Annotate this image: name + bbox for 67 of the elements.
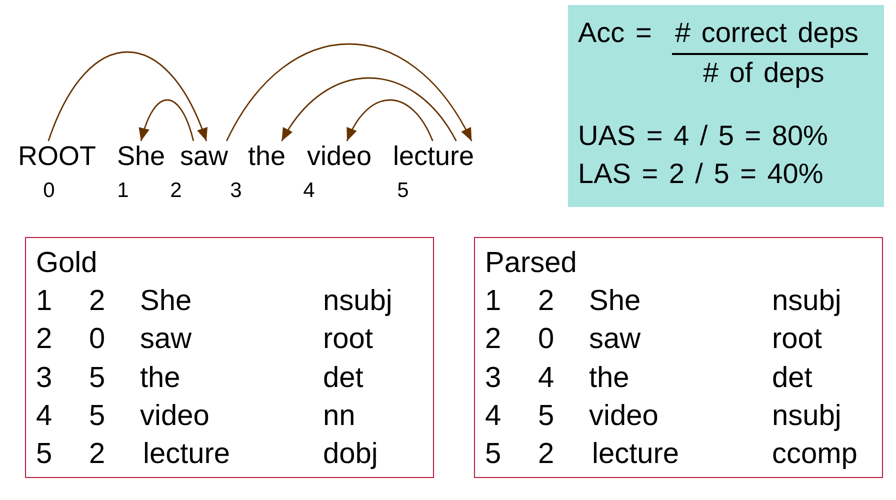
relation-label: nn [323, 398, 356, 433]
table-panel [25, 237, 434, 478]
token-index: 5 [397, 179, 409, 203]
token-index: 5 [485, 437, 502, 471]
token-index: 4 [36, 398, 52, 433]
token-word: the [140, 360, 180, 394]
relation-label: nsubj [772, 284, 842, 318]
token-index: 1 [485, 284, 502, 318]
token-index: 3 [485, 360, 502, 394]
token-word: She [589, 284, 641, 318]
head-index: 2 [538, 284, 554, 318]
token-word: the [589, 360, 630, 394]
relation-label: root [772, 322, 822, 356]
token-index: 3 [36, 360, 52, 394]
token-word: video [589, 398, 658, 433]
token-word: video [140, 398, 210, 433]
dependency-arc [139, 99, 194, 142]
head-index: 2 [89, 284, 106, 318]
token-index: 5 [36, 437, 52, 471]
token-word: saw [589, 322, 641, 356]
token-word: ROOT [18, 141, 96, 171]
relation-label: ccomp [772, 437, 858, 471]
token-word: She [140, 284, 192, 318]
head-index: 5 [538, 398, 554, 433]
head-index: 0 [89, 322, 106, 356]
token-word: saw [180, 141, 228, 171]
relation-label: det [772, 360, 812, 394]
head-index: 0 [538, 322, 554, 356]
relation-label: root [323, 322, 373, 356]
token-word: lecture [592, 437, 680, 471]
head-index: 2 [538, 437, 554, 471]
token-index: 2 [485, 322, 502, 356]
token-word: lecture [393, 141, 474, 171]
token-word: lecture [143, 437, 230, 471]
token-word: video [307, 141, 372, 171]
formula-panel [568, 5, 884, 207]
token-index: 4 [303, 179, 315, 203]
token-index: 2 [170, 179, 182, 203]
token-index: 2 [36, 322, 52, 356]
dependency-arc [346, 99, 434, 142]
token-word: saw [140, 322, 192, 356]
dependency-arc [226, 44, 472, 142]
head-index: 4 [538, 360, 554, 394]
table-heading: Parsed [485, 246, 577, 280]
head-index: 5 [89, 360, 106, 394]
score-formula: UAS = 4 / 5 = 80% [578, 120, 828, 152]
relation-label: det [323, 360, 364, 394]
token-index: 0 [43, 179, 55, 203]
formula-numerator: # correct deps [675, 17, 858, 49]
token-index: 3 [230, 179, 242, 203]
token-word: the [248, 141, 286, 171]
table-heading: Gold [36, 246, 98, 280]
token-index: 1 [36, 284, 52, 318]
score-formula: LAS = 2 / 5 = 40% [578, 158, 824, 190]
relation-label: dobj [323, 437, 378, 471]
relation-label: nsubj [772, 398, 842, 433]
token-index: 4 [485, 398, 502, 433]
relation-label: nsubj [323, 284, 392, 318]
table-panel [474, 237, 883, 478]
head-index: 5 [89, 398, 106, 433]
formula-denominator: # of deps [703, 57, 824, 89]
dependency-arc [281, 77, 457, 142]
token-index: 1 [117, 179, 129, 203]
token-word: She [117, 141, 166, 171]
head-index: 2 [89, 437, 106, 471]
dependency-arc [48, 52, 208, 142]
formula-label: Acc = [578, 17, 652, 49]
